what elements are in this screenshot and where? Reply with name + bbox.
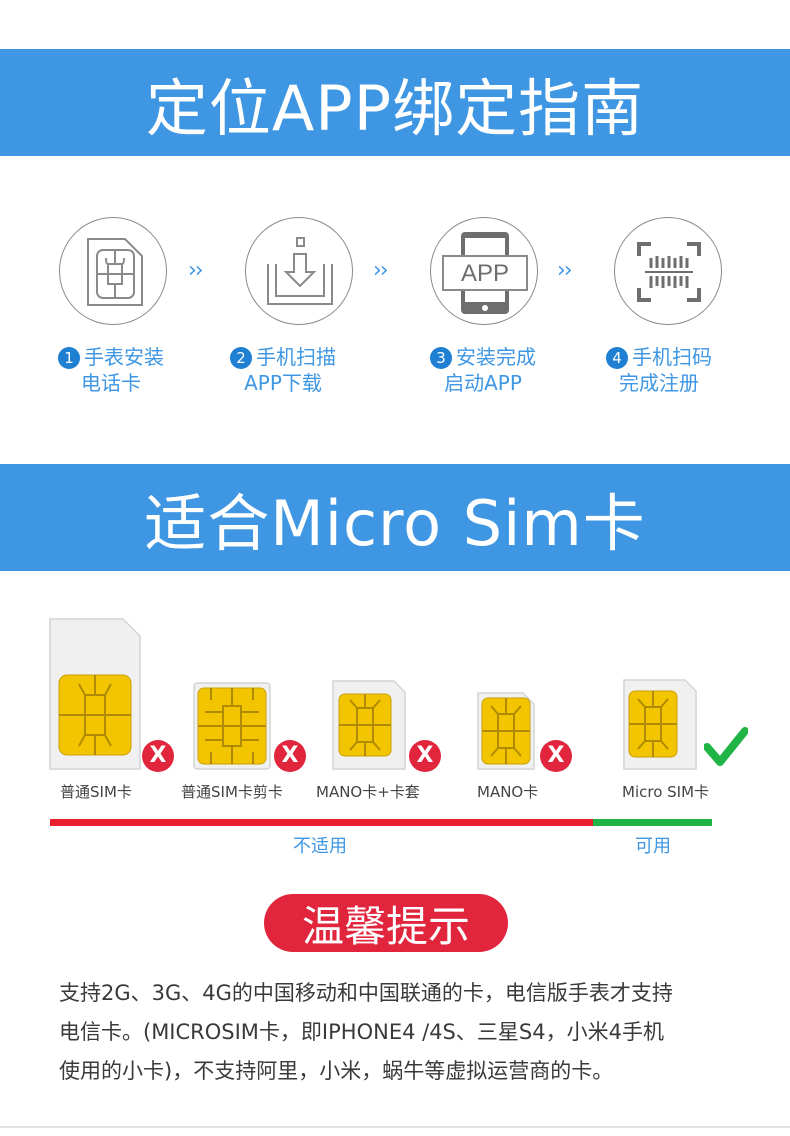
not-applicable-label: 不适用 [293,836,347,857]
guide-title: 定位APP绑定指南 [145,71,645,145]
tip-line: 使用的小卡)，不支持阿里，小米，蜗牛等虚拟运营商的卡。 [59,1059,614,1083]
chevron-right-icon: ›› [557,258,573,283]
step-line2: APP下载 [244,371,322,395]
micro-sim-card [623,679,697,770]
applicable-bar [593,819,712,826]
x-mark-icon: X [142,740,174,772]
sim-label: MANO卡+卡套 [316,783,420,801]
standard-sim-card [49,618,141,770]
step-4-circle [614,217,722,325]
step-line1: 手表安装 [84,345,164,369]
step-line2: 完成注册 [619,371,699,395]
step-3-circle: APP [430,217,538,325]
x-mark-icon: X [409,740,441,772]
tip-text: 支持2G、3G、4G的中国移动和中国联通的卡，电信版手表才支持 电信卡。(MIC… [59,974,739,1091]
x-mark-icon: X [274,740,306,772]
step-line1: 安装完成 [456,345,536,369]
cut-sim-card [193,682,271,770]
applicable-label: 可用 [635,836,671,857]
tip-title: 温馨提示 [301,901,470,951]
x-mark-icon: X [540,740,572,772]
nano-sim-card [477,692,535,770]
sim-type-title: 适合Micro Sim卡 [144,486,646,560]
sim-label: Micro SIM卡 [622,783,710,801]
sim-card-icon [87,238,143,306]
chevron-right-icon: ›› [188,258,204,283]
step-line1: 手机扫描 [256,345,336,369]
sim-label: 普通SIM卡剪卡 [181,783,283,801]
tip-line: 支持2G、3G、4G的中国移动和中国联通的卡，电信版手表才支持 [59,981,673,1005]
sim-label: 普通SIM卡 [60,783,132,801]
download-icon [267,237,333,305]
check-mark-icon [704,727,748,766]
sim-type-banner: 适合Micro Sim卡 [0,464,790,571]
phone-app-icon: APP [442,232,528,314]
sim-label: MANO卡 [477,783,539,801]
tip-title-badge: 温馨提示 [264,894,508,952]
step-number: 1 [58,347,80,369]
tip-line: 电信卡。(MICROSIM卡，即IPHONE4 /4S、三星S4，小米4手机 [59,1020,664,1044]
step-line1: 手机扫码 [632,345,712,369]
step-line2: 启动APP [444,371,522,395]
step-number: 3 [430,347,452,369]
step-1-circle [59,217,167,325]
app-icon-text: APP [461,260,509,287]
barcode-scan-icon [637,242,701,302]
step-number: 4 [606,347,628,369]
step-2-circle [245,217,353,325]
guide-banner: 定位APP绑定指南 [0,49,790,156]
divider [0,1126,790,1128]
step-line2: 电话卡 [81,371,141,395]
nano-with-adapter-sim [332,680,406,770]
not-applicable-bar [50,819,593,826]
step-number: 2 [230,347,252,369]
chevron-right-icon: ›› [373,258,389,283]
